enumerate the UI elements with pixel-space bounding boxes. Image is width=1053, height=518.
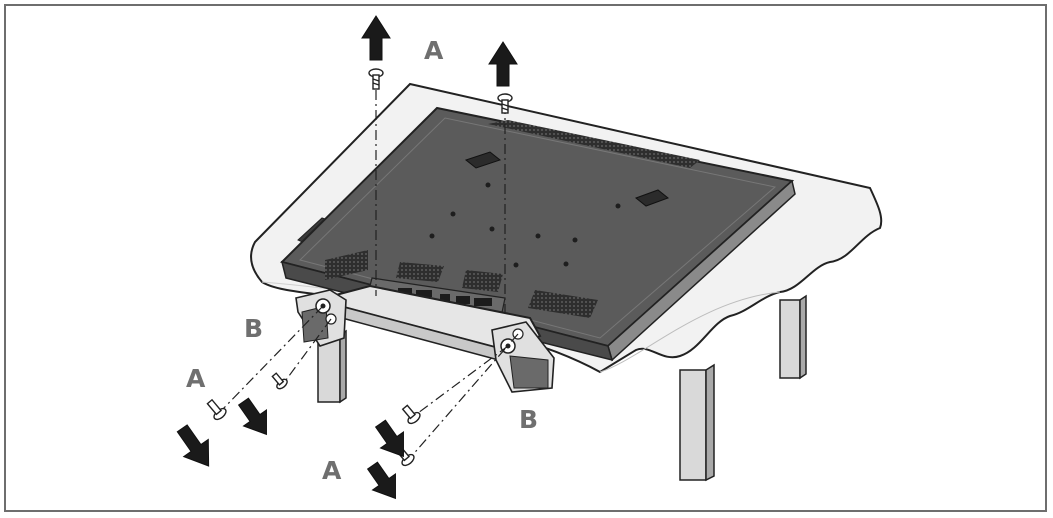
label-a-top: A [424,36,444,65]
arrow-up-left [361,15,391,61]
arrow-down-right-2 [366,461,396,500]
label-b-left: B [244,314,264,343]
screw-top-right [497,93,513,114]
bracket-b-left [295,289,347,347]
vent-3 [462,270,503,292]
label-a-bottom: A [322,456,342,485]
screw-right-1 [401,404,421,425]
screw-holes [429,182,621,268]
label-a-left: A [186,364,206,393]
table-legs [317,294,807,482]
arrow-up-right [488,41,518,87]
arrow-down-left-1 [176,424,210,467]
top-vent [488,120,700,168]
screw-top-left [368,68,384,90]
guide-lines [219,90,519,459]
arrows [176,15,518,500]
vent-1 [325,250,368,280]
arrow-down-right-1 [374,419,404,458]
screw-left-1 [206,398,227,421]
vent-2 [396,262,444,282]
arrow-down-left-2 [237,397,267,436]
screw-left-2 [271,372,288,390]
vent-4 [528,290,598,318]
label-b-right: B [519,405,539,434]
